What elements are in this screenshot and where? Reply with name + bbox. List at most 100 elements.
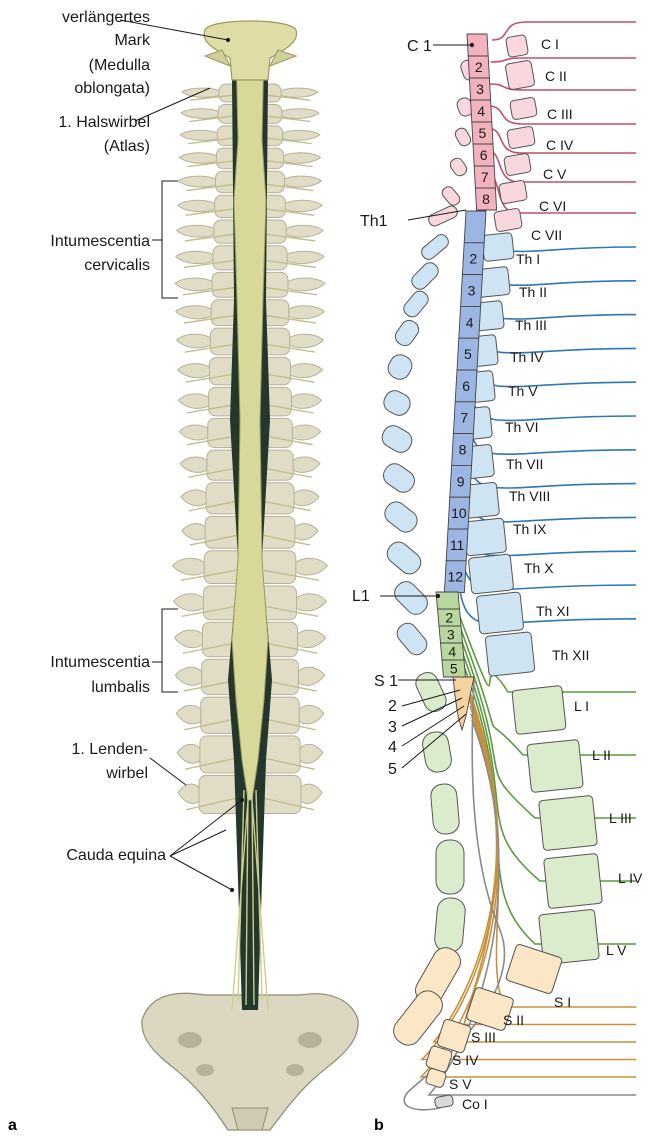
vertebral-body-th-xii <box>485 632 535 677</box>
vertebra-label-l-i: L I <box>574 698 589 714</box>
first-lumbar-vertebra-label-line-2: wirbel <box>105 765 148 782</box>
vertebra-label-l-ii: L II <box>592 747 611 763</box>
vertebral-body-th-xi <box>476 592 524 634</box>
segment-label-s2: 2 <box>388 698 397 715</box>
cord-segment-number: 5 <box>479 125 487 141</box>
panel-a-letter: a <box>8 1117 17 1134</box>
vertebral-body-l-ii <box>527 739 584 792</box>
vertebra-label-th-vii: Th VII <box>506 456 543 472</box>
segment-label-s1: S 1 <box>374 673 398 690</box>
atlas-label-line-1: 1. Halswirbel <box>58 114 150 131</box>
segment-label-s4: 4 <box>388 739 397 756</box>
cord-segment-number: 8 <box>482 191 490 207</box>
vertebra-label-s-ii: S II <box>503 1012 524 1028</box>
spinous-process-lumbar <box>434 897 467 953</box>
cord-segment-number: 5 <box>450 661 458 677</box>
spinous-process-cervical <box>440 184 462 207</box>
spinous-process-lumbar <box>430 783 460 835</box>
cervical-enlargement-label-line-1: Intumescentia <box>50 233 150 250</box>
panel-b-letter: b <box>374 1117 384 1134</box>
medulla-label-line-2: Mark <box>114 32 151 49</box>
vertebra-label-th-i: Th I <box>516 251 540 267</box>
vertebra-label-s-v: S V <box>449 1076 472 1092</box>
vertebra-label-c-vii: C VII <box>531 227 562 243</box>
vertebra-label-th-v: Th V <box>508 383 538 399</box>
medulla-label-line-4: oblongata) <box>74 80 150 97</box>
spinous-process-cervical <box>448 156 469 178</box>
spinous-process-thoracic <box>401 288 431 320</box>
cord-segment-thoracic-1 <box>464 211 486 243</box>
medulla-label-line-1: verlängertes <box>62 9 150 26</box>
spinous-process-thoracic <box>390 577 431 618</box>
sacral-foramen <box>298 1032 322 1048</box>
vertebral-body-c-iii <box>510 97 538 120</box>
vertebra-label-s-iv: S IV <box>452 1052 479 1068</box>
segment-label-l1: L1 <box>352 588 370 605</box>
atlas-label-line-2: (Atlas) <box>104 138 150 155</box>
cord-segment-number: 6 <box>462 378 470 394</box>
spinous-process-thoracic <box>393 620 430 659</box>
cord-segment-number: 12 <box>448 569 464 585</box>
cord-segment-number: 3 <box>447 627 455 643</box>
sacral-foramen <box>286 1064 304 1076</box>
vertebral-body-c-vi <box>498 180 527 204</box>
spinous-process-lumbar <box>421 730 454 774</box>
vertebra-label-s-i: S I <box>554 994 571 1010</box>
spinal-nerve-cervical <box>491 58 636 62</box>
spinous-process-thoracic <box>380 460 419 496</box>
spinous-process-thoracic <box>383 538 425 578</box>
vertebral-body-th-i <box>482 233 515 262</box>
cord-segment-number: 7 <box>481 169 489 185</box>
cord-segment-number: 11 <box>450 537 465 553</box>
vertebra-label-th-iv: Th IV <box>510 349 544 365</box>
lumbar-enlargement-label-line-2: lumbalis <box>91 679 150 696</box>
spinous-process-lumbar <box>436 840 464 894</box>
vertebra-label-th-ix: Th IX <box>513 521 547 537</box>
vertebral-body-c-v <box>504 153 532 176</box>
vertebral-body-l-i <box>512 686 566 735</box>
cord-segment-number: 9 <box>457 473 465 489</box>
vertebra-label-l-iv: L IV <box>618 870 643 886</box>
vertebral-body-c-vii <box>493 208 522 232</box>
cord-segment-number: 8 <box>459 442 467 458</box>
vertebra-label-co-i: Co I <box>462 1096 488 1112</box>
vertebra-label-th-x: Th X <box>524 560 554 576</box>
vertebra-label-th-iii: Th III <box>515 317 547 333</box>
cord-segment-number: 2 <box>469 251 477 267</box>
vertebra-label-th-viii: Th VIII <box>509 488 550 504</box>
vertebra-label-l-v: L V <box>606 942 627 958</box>
spinal-nerve-thoracic <box>467 400 636 454</box>
spinous-process-thoracic <box>392 317 422 349</box>
cord-segment-number: 4 <box>448 644 456 660</box>
vertebral-body-l-iv <box>544 853 603 908</box>
medulla-illustration <box>204 21 297 80</box>
vertebra-label-th-vi: Th VI <box>505 419 538 435</box>
vertebral-body-l-iii <box>539 795 598 850</box>
vertebra-label-c-v: C V <box>543 166 567 182</box>
vertebra-label-l-iii: L III <box>609 810 632 826</box>
vertebral-body-co-i <box>434 1095 454 1109</box>
vertebra-label-c-iv: C IV <box>546 137 574 153</box>
vertebra-label-c-iii: C III <box>547 106 573 122</box>
vertebra-label-th-xi: Th XI <box>536 603 569 619</box>
sacral-foramen <box>196 1064 214 1076</box>
vertebra-label-s-iii: S III <box>471 1029 496 1045</box>
segment-label-s5: 5 <box>388 761 397 778</box>
vertebra-label-c-ii: C II <box>545 68 567 84</box>
segment-label-s3: 3 <box>388 719 397 736</box>
coccyx-illustration <box>232 1108 268 1130</box>
cord-segment-number: 2 <box>475 59 483 75</box>
sacral-foramen <box>178 1032 202 1048</box>
spinous-process-thoracic <box>381 498 421 536</box>
cord-segment-number: 10 <box>451 505 467 521</box>
panel-a-spine-illustration: verlängertes Mark (Medulla oblongata) 1.… <box>50 9 358 1130</box>
cauda-equina-label: Cauda equina <box>66 847 166 864</box>
spinous-process-thoracic <box>379 422 416 456</box>
vertebra-label-th-ii: Th II <box>519 284 547 300</box>
vertebral-body-c-ii <box>505 60 535 90</box>
cord-segment-number: 2 <box>445 610 453 626</box>
vertebra-label-th-xii: Th XII <box>552 647 589 663</box>
vertebral-body-th-ix <box>463 518 506 556</box>
